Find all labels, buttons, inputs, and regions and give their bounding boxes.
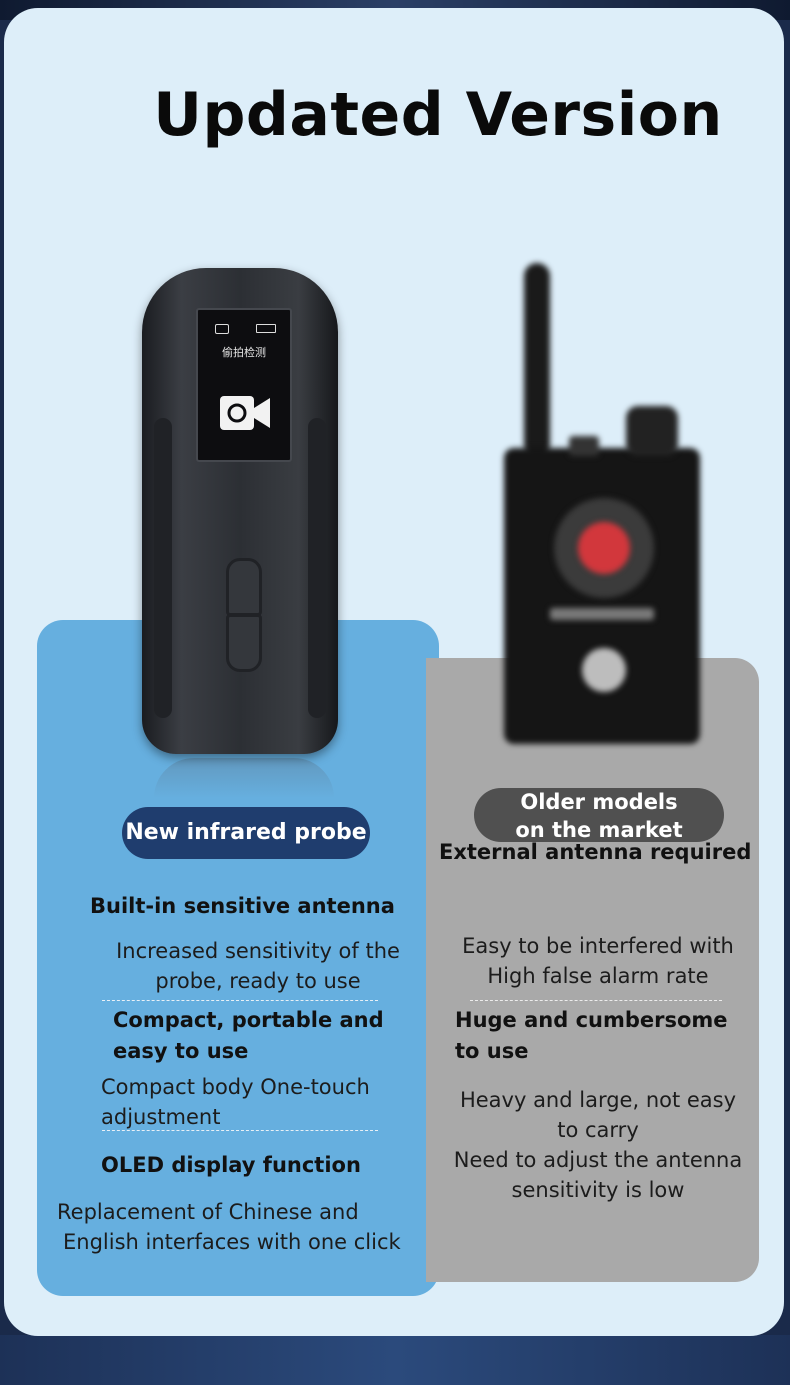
new-feature2-desc-line1: Compact body One-touch: [101, 1075, 370, 1099]
old-badge-line1: Older models: [520, 790, 678, 814]
old-feature2-desc-line3: Need to adjust the antenna: [453, 1148, 743, 1172]
old-feature1-title: External antenna required: [439, 840, 752, 864]
old-model-badge: Older models on the market: [474, 788, 724, 842]
comparison-card: Updated Version 偷拍检测 New infrared probe …: [4, 8, 784, 1336]
infrared-probe-device-image: 偷拍检测: [142, 268, 338, 754]
new-feature2-desc-line2: adjustment: [101, 1105, 221, 1129]
old-feature2-title-line1: Huge and cumbersome: [455, 1008, 728, 1032]
probe-rail-left: [154, 418, 172, 718]
battery-icon: [256, 324, 276, 333]
old-feature2-desc-line1: Heavy and large, not easy: [459, 1088, 737, 1112]
old-model-panel: [426, 658, 759, 1282]
old-badge-line2: on the market: [515, 818, 683, 842]
bottom-band: [0, 1335, 790, 1385]
new-feature1-desc-line2: probe, ready to use: [155, 969, 361, 993]
new-feature3-title: OLED display function: [101, 1153, 361, 1177]
old-device-slot: [550, 608, 654, 620]
screen-label: 偷拍检测: [222, 346, 266, 359]
new-feature2-title-line2: easy to use: [113, 1039, 249, 1063]
divider: [102, 1000, 378, 1001]
device-reflection: [154, 758, 334, 798]
old-feature2-title-line2: to use: [455, 1039, 529, 1063]
new-feature3-desc-line2: English interfaces with one click: [63, 1230, 401, 1254]
old-feature2-desc-line2: to carry: [557, 1118, 639, 1142]
old-device-knob: [626, 406, 678, 456]
old-device-lens: [578, 522, 630, 574]
old-feature1-desc-line1: Easy to be interfered with: [462, 934, 734, 958]
new-feature1-title: Built-in sensitive antenna: [90, 894, 395, 918]
video-camera-icon: [220, 396, 270, 430]
page-title: Updated Version: [153, 80, 723, 150]
probe-rail-right: [308, 418, 326, 718]
new-feature2-title-line1: Compact, portable and: [113, 1008, 384, 1032]
old-device-jack: [569, 436, 599, 456]
probe-button-up: [226, 558, 262, 616]
new-feature3-desc-line1: Replacement of Chinese and: [57, 1200, 359, 1224]
oled-screen: 偷拍检测: [196, 308, 292, 462]
probe-button-down: [226, 614, 262, 672]
new-feature1-desc-line1: Increased sensitivity of the: [116, 939, 400, 963]
old-device-button: [582, 648, 626, 692]
divider: [470, 1000, 722, 1001]
old-feature1-desc-line2: High false alarm rate: [487, 964, 709, 988]
camera-icon: [215, 324, 229, 334]
new-model-badge: New infrared probe: [122, 807, 370, 859]
divider: [102, 1130, 378, 1131]
old-device-antenna: [524, 263, 550, 458]
old-feature2-desc-line4: sensitivity is low: [511, 1178, 685, 1202]
